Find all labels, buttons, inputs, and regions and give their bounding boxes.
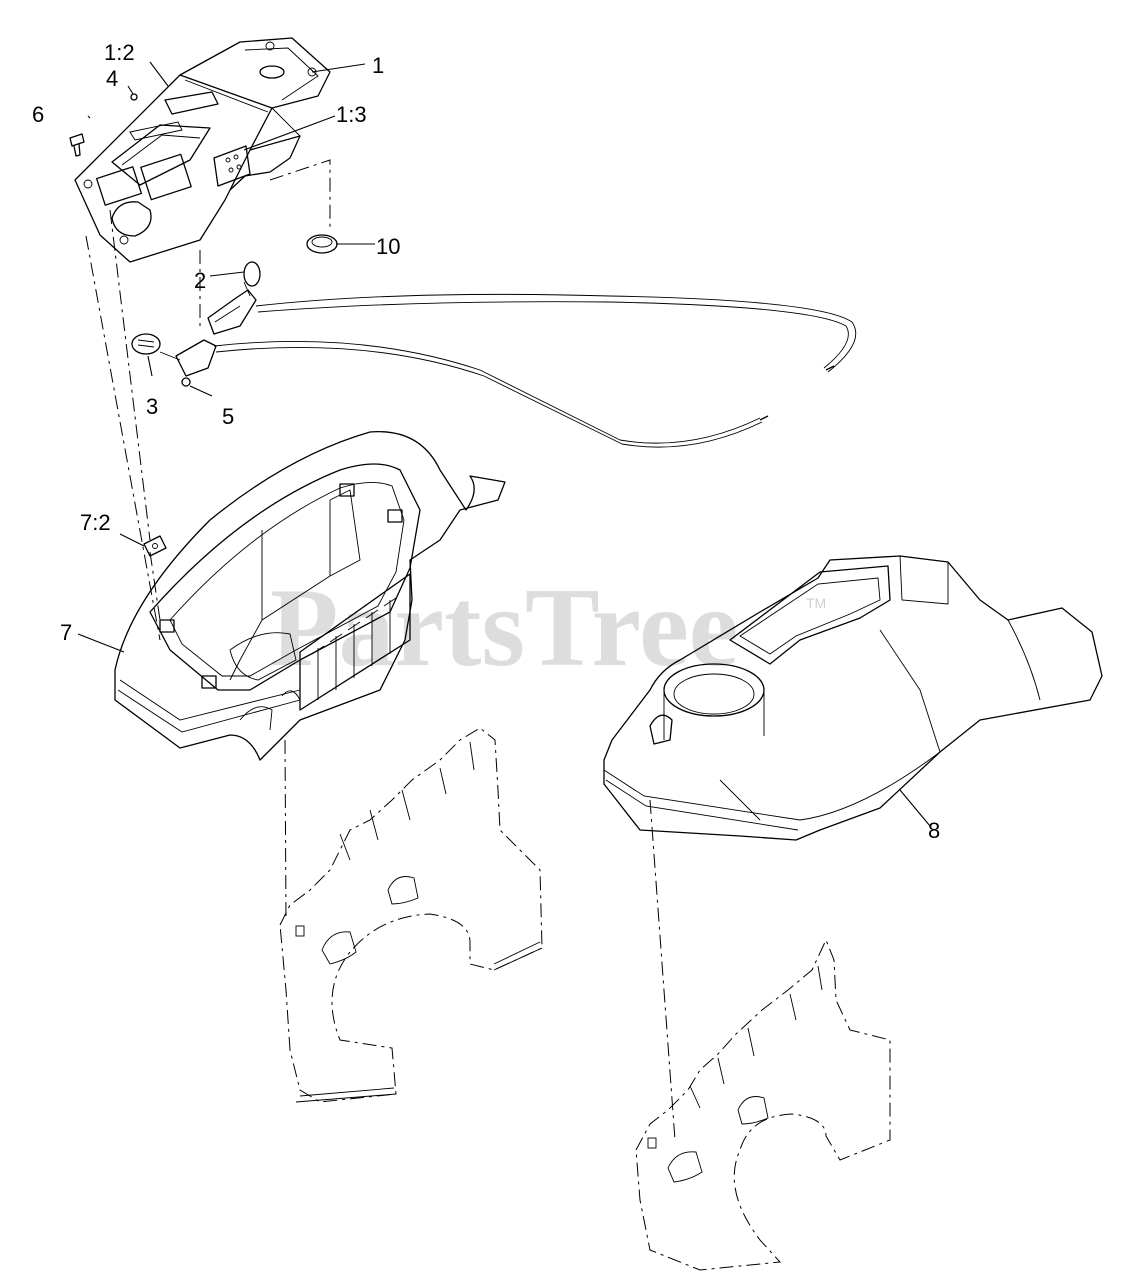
callout-10: 10	[376, 234, 400, 259]
part-clip-nut-7-2	[143, 535, 167, 557]
callout-1: 1	[372, 53, 384, 78]
callout-3: 3	[146, 394, 158, 419]
callout-6: 6	[32, 102, 44, 127]
callout-5: 5	[222, 404, 234, 429]
callout-1-3: 1:3	[336, 102, 367, 127]
assembly-lines	[85, 159, 676, 1141]
part-lower-right-shield	[635, 938, 891, 1271]
callout-labels: 1 1:2 1:3 2 3 4 5 6 7 7:2 8 10	[32, 40, 940, 843]
callout-1-2: 1:2	[104, 40, 135, 65]
part-control-panel	[74, 37, 331, 263]
part-screw-6	[69, 133, 85, 157]
callout-4: 4	[106, 66, 118, 91]
watermark-trademark: TM	[806, 595, 826, 611]
part-lower-left-shield	[279, 727, 543, 1103]
part-throttle-control	[131, 261, 857, 448]
callout-7-2: 7:2	[80, 510, 111, 535]
callout-7: 7	[60, 620, 72, 645]
callout-2: 2	[194, 268, 206, 293]
part-right-console	[603, 555, 1103, 841]
part-rivet-4	[130, 93, 138, 101]
part-plug-10	[306, 234, 338, 254]
callout-8: 8	[928, 818, 940, 843]
watermark-text: PartsTree	[270, 566, 739, 690]
part-left-console	[114, 431, 506, 761]
leader-lines	[77, 61, 931, 827]
